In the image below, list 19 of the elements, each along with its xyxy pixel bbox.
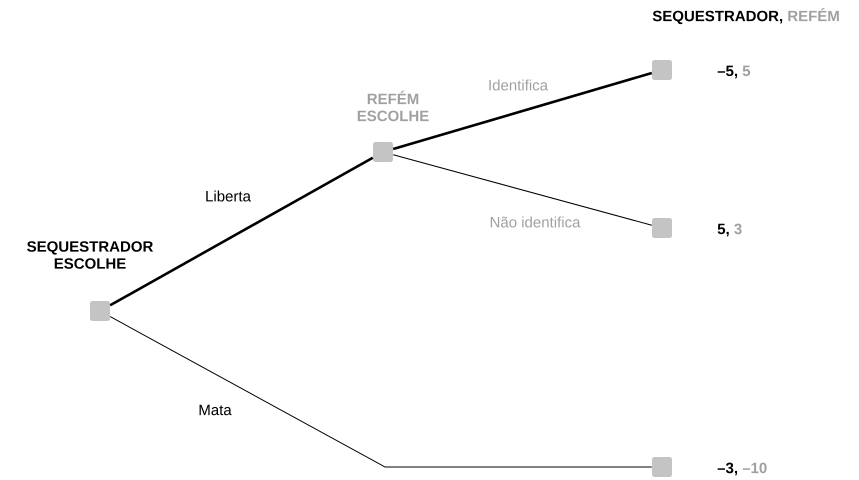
choice-square	[90, 301, 110, 321]
choice-square	[373, 142, 393, 162]
column-heading: SEQUESTRADOR, REFÉM	[652, 8, 839, 24]
edge-label: Não identifica	[490, 216, 580, 228]
branch-line	[110, 316, 652, 468]
edge-label: Liberta	[206, 190, 251, 202]
payoff-text: 5, 3	[718, 224, 742, 236]
node-heading: SEQUESTRADOR ESCOLHE	[27, 241, 154, 269]
branch-line	[392, 72, 652, 150]
payoff-text: –5, 5	[718, 66, 750, 78]
edge-label: Mata	[200, 404, 232, 416]
branch-line	[392, 154, 652, 226]
node-heading: REFÉM ESCOLHE	[358, 90, 429, 122]
edge-label: Identifica	[489, 80, 548, 90]
payoff-text: –3, –10	[718, 462, 767, 476]
choice-square	[652, 218, 672, 238]
choice-square	[652, 60, 672, 80]
branch-line	[110, 156, 374, 306]
choice-square	[652, 457, 672, 477]
